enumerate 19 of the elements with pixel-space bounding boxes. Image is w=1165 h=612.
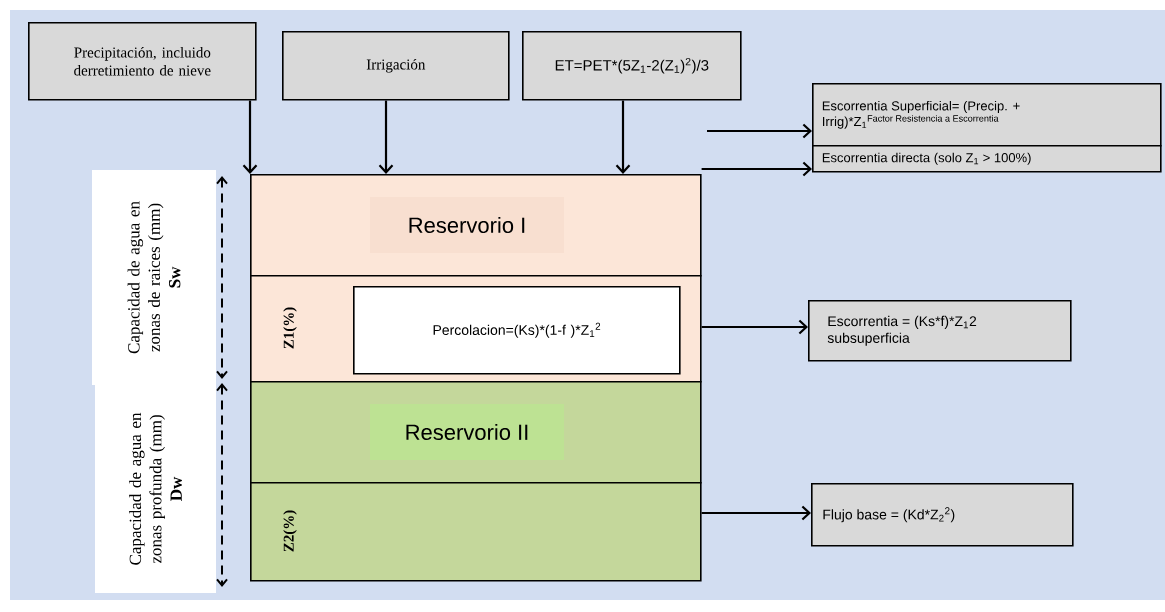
reservoir-layer: Z2(%) <box>250 482 702 582</box>
reservoir-layer: Reservorio II <box>250 381 702 484</box>
arrow <box>701 319 808 335</box>
input-box: ET=PET*(5Z$_{1}$-2(Z$_{1}$)$^{2}$)/3 <box>522 31 742 101</box>
capacity-label: Capacidad de agua en zonas de raices (mm) Sw <box>92 170 216 385</box>
input-box: Precipitación, incluido derretimiento de nieve <box>28 22 257 101</box>
arrow <box>707 123 812 139</box>
output-box: Escorrentia = (Ks*f)*Z$_{1}$2 subsuperficia <box>808 300 1072 362</box>
input-box: Irrigación <box>282 31 510 101</box>
output-box: Flujo base = (Kd*Z$_{2}$$^{2}$) <box>811 483 1074 547</box>
reservoir-layer: Reservorio I <box>250 174 702 277</box>
output-box: Escorrentia directa (solo Z$_{1}$ > 100%) <box>812 145 1162 173</box>
arrow <box>242 100 258 174</box>
capacity-label: Capacidad de agua en zonas profunda (mm) Dw <box>95 385 216 593</box>
arrow <box>378 100 394 174</box>
arrow <box>615 100 631 174</box>
arrow <box>701 505 811 521</box>
arrow <box>701 161 812 177</box>
formula-box: Percolacion=(Ks)*(1-f )*Z$_{1}$2 <box>353 286 681 375</box>
